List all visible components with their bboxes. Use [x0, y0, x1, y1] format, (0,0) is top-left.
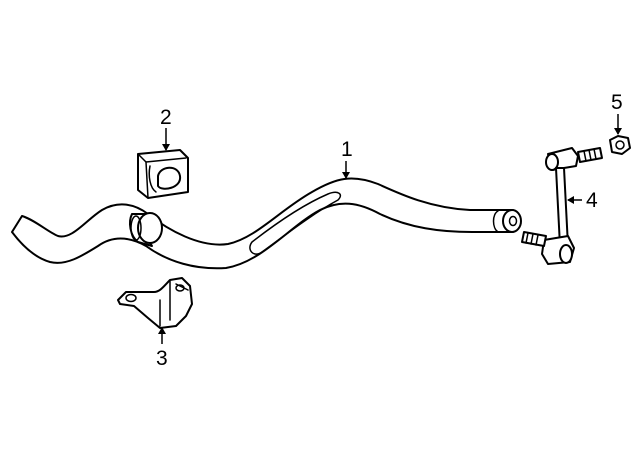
nut[interactable]	[609, 135, 631, 155]
stabilizer-bar[interactable]	[11, 177, 522, 270]
stabilizer-link[interactable]	[521, 147, 603, 265]
bushing[interactable]	[137, 149, 189, 199]
callout-1: 1	[341, 138, 353, 161]
callout-2: 2	[160, 106, 172, 129]
callout-4: 4	[586, 189, 598, 212]
bracket[interactable]	[117, 277, 193, 329]
callout-5: 5	[611, 91, 623, 114]
callout-3: 3	[156, 347, 168, 370]
